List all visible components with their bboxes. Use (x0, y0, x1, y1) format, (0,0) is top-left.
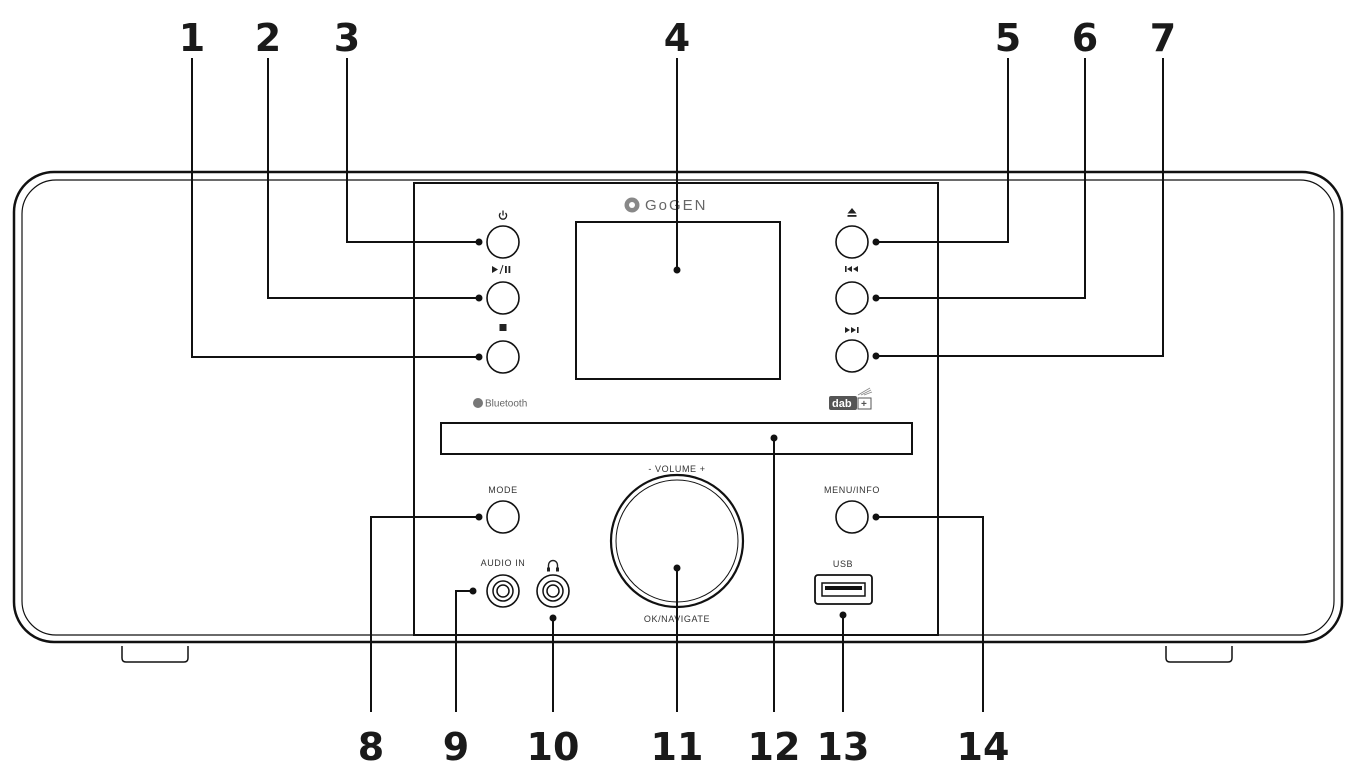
callout-11: 11 (651, 725, 704, 769)
stop-icon (499, 324, 507, 331)
logo-text: GoGEN (645, 197, 708, 214)
bluetooth-logo: Bluetooth (473, 398, 527, 410)
callout-8: 8 (358, 725, 384, 769)
right-foot (1165, 646, 1233, 663)
bluetooth-icon (473, 398, 483, 408)
power-button[interactable] (486, 225, 520, 259)
dab-plus-label: + (861, 399, 867, 410)
callout-13: 13 (817, 725, 870, 769)
leader-dots-top (475, 238, 880, 361)
eject-button[interactable] (835, 225, 869, 259)
previous-track-icon (845, 266, 858, 272)
usb-port[interactable] (814, 574, 873, 605)
callout-7: 7 (1150, 16, 1176, 60)
mode-label: MODE (488, 485, 517, 495)
next-track-button[interactable] (835, 339, 869, 373)
usb-label: USB (833, 559, 853, 569)
next-track-icon (845, 327, 859, 333)
callout-6: 6 (1072, 16, 1098, 60)
volume-knob[interactable] (609, 473, 745, 609)
brand-logo: GoGEN (624, 197, 708, 214)
bluetooth-label: Bluetooth (485, 399, 527, 410)
audio-in-jack[interactable] (486, 574, 520, 608)
mode-button[interactable] (486, 500, 520, 534)
callout-3: 3 (334, 16, 360, 60)
callout-1: 1 (179, 16, 205, 60)
dab-logo: dab + (829, 387, 873, 410)
headphones-icon (547, 559, 559, 572)
callout-10: 10 (527, 725, 580, 769)
dab-label: dab (832, 398, 852, 410)
play-pause-button[interactable] (486, 281, 520, 315)
play-pause-icon (492, 264, 511, 275)
volume-label: - VOLUME + (648, 464, 705, 474)
headphone-jack[interactable] (536, 574, 570, 608)
eject-icon (847, 208, 857, 217)
stop-button[interactable] (486, 340, 520, 374)
cd-slot[interactable] (440, 422, 913, 455)
callout-14: 14 (957, 725, 1010, 769)
callout-12: 12 (748, 725, 801, 769)
power-icon (498, 210, 508, 220)
leader-lines-top (191, 58, 1164, 358)
leader-dots-bottom (469, 434, 880, 622)
callout-5: 5 (995, 16, 1021, 60)
menu-info-button[interactable] (835, 500, 869, 534)
left-foot (121, 646, 189, 663)
audio-in-label: AUDIO IN (481, 558, 526, 568)
leader-lines-bottom (370, 438, 984, 712)
previous-track-button[interactable] (835, 281, 869, 315)
callout-2: 2 (255, 16, 281, 60)
callout-9: 9 (443, 725, 469, 769)
menu-info-label: MENU/INFO (824, 485, 880, 495)
callout-4: 4 (664, 16, 690, 60)
